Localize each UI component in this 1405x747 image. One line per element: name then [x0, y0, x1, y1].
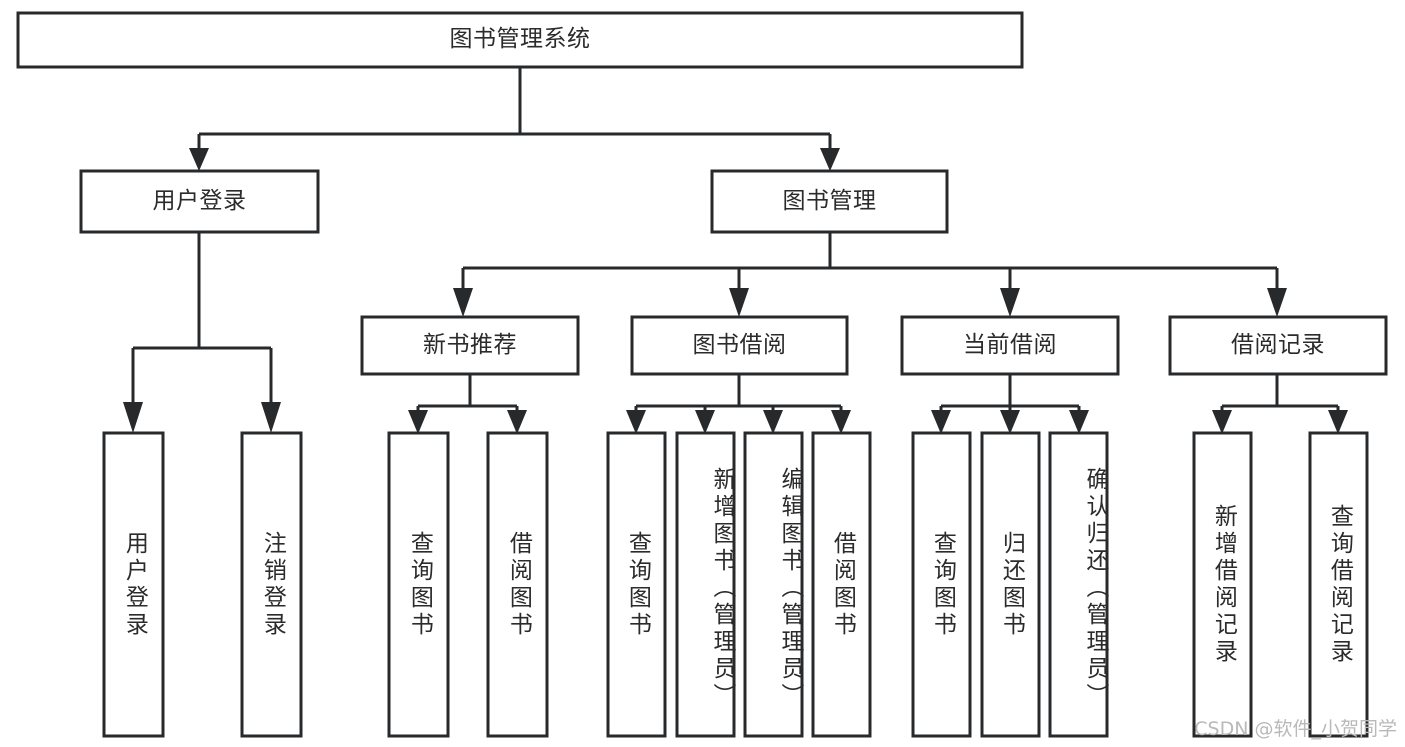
- arrow-head-book-manage: [820, 148, 840, 171]
- arrow-head-current-borrow: [1000, 288, 1020, 317]
- node-box-user-login[interactable]: [79, 169, 320, 234]
- arrow-head-leaf-confirm-return: [1069, 410, 1089, 434]
- arrow-head-leaf-add-record: [1212, 410, 1232, 434]
- arrow-head-leaf-return-book: [1000, 410, 1020, 434]
- node-box-leaf-borrow-book-a[interactable]: [486, 431, 549, 738]
- connector-group-borrow-record: [1212, 374, 1348, 434]
- arrow-head-leaf-logout: [261, 402, 281, 433]
- arrow-head-user-login: [189, 148, 209, 171]
- arrow-head-leaf-borrow-book-a: [507, 410, 527, 434]
- arrow-head-leaf-user-login: [123, 402, 143, 433]
- node-box-leaf-query-book-a[interactable]: [387, 431, 450, 738]
- arrow-head-borrow-record: [1267, 288, 1287, 317]
- node-box-leaf-add-record[interactable]: [1192, 431, 1253, 738]
- arrow-head-leaf-edit-book: [763, 410, 783, 434]
- arrow-head-leaf-borrow-book-b: [831, 410, 851, 434]
- arrow-head-new-book-rec: [453, 288, 473, 317]
- arrow-head-leaf-query-book-c: [931, 410, 951, 434]
- node-box-leaf-borrow-book-b[interactable]: [811, 431, 872, 738]
- node-box-leaf-query-book-c[interactable]: [911, 431, 972, 738]
- node-box-leaf-confirm-return[interactable]: [1048, 431, 1109, 738]
- connector-group-book-borrow: [626, 374, 851, 434]
- arrow-head-leaf-query-book-b: [626, 410, 646, 434]
- arrow-head-leaf-add-book: [695, 410, 715, 434]
- node-box-leaf-query-book-b[interactable]: [606, 431, 667, 738]
- connector-group-book-manage: [453, 232, 1287, 317]
- connector-group-user-login: [123, 232, 281, 433]
- node-box-leaf-logout[interactable]: [240, 431, 303, 738]
- node-box-new-book-rec[interactable]: [360, 315, 580, 376]
- connector-group-new-book-rec: [408, 374, 527, 434]
- node-box-leaf-user-login[interactable]: [102, 431, 165, 738]
- node-box-current-borrow[interactable]: [900, 315, 1120, 376]
- node-box-borrow-record[interactable]: [1168, 315, 1388, 376]
- connector-group-current-borrow: [931, 374, 1089, 434]
- arrow-head-leaf-query-record: [1328, 410, 1348, 434]
- arrow-head-leaf-query-book-a: [408, 410, 428, 434]
- node-box-root[interactable]: [16, 11, 1024, 69]
- node-box-book-borrow[interactable]: [630, 315, 849, 376]
- node-box-leaf-edit-book[interactable]: [743, 431, 804, 738]
- arrow-head-book-borrow: [729, 288, 749, 317]
- node-box-book-manage[interactable]: [710, 169, 949, 234]
- node-box-leaf-return-book[interactable]: [980, 431, 1041, 738]
- node-box-leaf-query-record[interactable]: [1308, 431, 1369, 738]
- node-box-leaf-add-book[interactable]: [675, 431, 736, 738]
- connector-group-root: [189, 67, 840, 171]
